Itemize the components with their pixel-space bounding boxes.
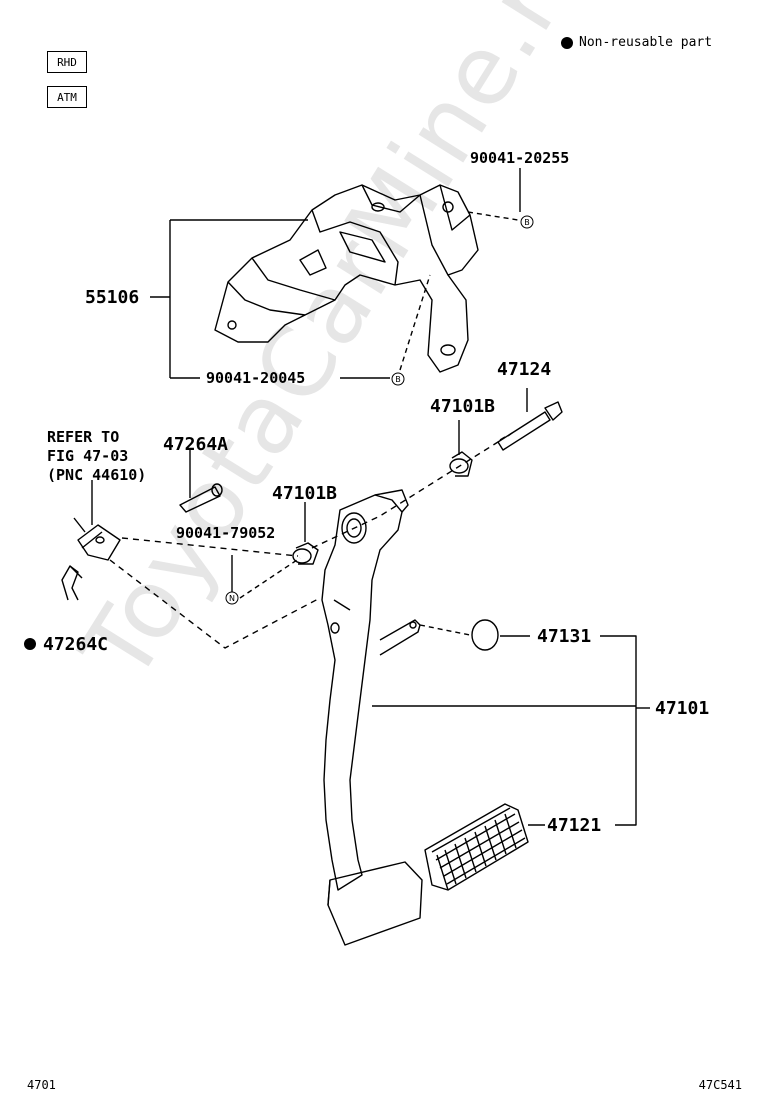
label-47121: 47121 [547,815,602,836]
clevis [73,517,121,561]
label-55106: 55106 [85,287,140,308]
label-47124: 47124 [497,359,552,380]
pedal-base [327,861,423,946]
label-47264a: 47264A [163,434,229,455]
marker-n: N [225,591,239,605]
non-reusable-dot-icon [561,36,573,49]
bushing-47101b-top [449,451,473,477]
legend: Non-reusable part [561,35,712,50]
label-47101b-top: 47101B [430,396,496,417]
clip-47264c [61,565,83,601]
svg-text:B: B [395,375,401,384]
footer-illustration-id: 47C541 [698,1078,742,1092]
marker-b-lower: B [391,372,405,386]
marker-b-upper: B [520,215,534,229]
refer-note: REFER TO FIG 47-03 (PNC 44610) [47,428,146,485]
refer-line-3: (PNC 44610) [47,466,147,484]
stopper-47131 [471,619,499,651]
label-47264c: 47264C [43,634,109,655]
refer-line-1: REFER TO [47,428,120,446]
legend-label: Non-reusable part [579,35,713,50]
label-90041-20045: 90041-20045 [206,369,306,387]
rhd-tag: RHD [47,51,87,73]
pin-47264a [179,483,223,513]
svg-text:B: B [524,218,530,227]
atm-tag: ATM [47,86,87,108]
bushing-47101b-mid [292,542,319,565]
label-90041-79052: 90041-79052 [176,524,276,542]
bolt-47124 [497,401,563,451]
label-47131: 47131 [537,626,592,647]
label-90041-20255: 90041-20255 [470,149,570,167]
bracket-55106 [214,184,479,373]
non-reusable-dot-47264c-icon [24,638,36,650]
label-47101: 47101 [655,698,710,719]
pedal-pad-47121 [424,803,529,891]
svg-text:N: N [229,594,235,603]
pedal-arm-47101 [321,489,421,891]
label-47101b-mid: 47101B [272,483,338,504]
refer-line-2: FIG 47-03 [47,447,129,465]
footer-figure-number: 4701 [27,1078,56,1092]
